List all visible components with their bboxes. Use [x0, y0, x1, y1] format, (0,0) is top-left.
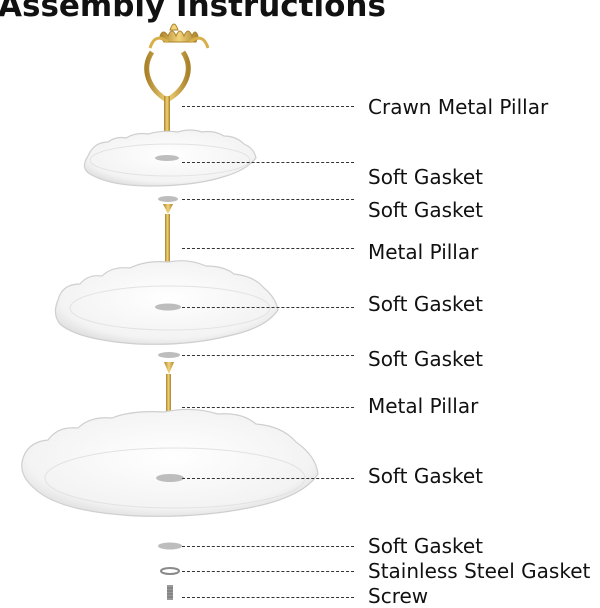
part-label: Soft Gasket: [368, 165, 484, 189]
gasket-5: [158, 352, 180, 358]
part-label: Screw: [368, 584, 429, 608]
leader-line-11: [182, 597, 354, 598]
part-label: Soft Gasket: [368, 534, 484, 558]
part-label: Metal Pillar: [368, 394, 479, 418]
leader-line-6: [182, 355, 354, 356]
steel-gasket: [160, 567, 180, 575]
crown-pillar: [144, 23, 210, 156]
part-label: Soft Gasket: [368, 292, 484, 316]
leader-line-2: [182, 162, 354, 163]
top-plate: [83, 129, 257, 187]
screw: [167, 585, 173, 600]
part-label: Crawn Metal Pillar: [368, 95, 549, 119]
leader-line-10: [182, 571, 354, 572]
part-label: Soft Gasket: [368, 347, 484, 371]
leader-line-8: [182, 478, 354, 479]
middle-plate: [54, 260, 279, 345]
leader-line-1: [182, 106, 354, 107]
leader-line-7: [182, 407, 354, 408]
leader-line-4: [182, 248, 354, 249]
bottom-plate: [21, 408, 319, 517]
gasket-2: [158, 196, 178, 202]
leader-line-9: [182, 546, 354, 547]
part-label: Stainless Steel Gasket: [368, 559, 591, 583]
gasket-8: [158, 542, 182, 550]
part-label: Soft Gasket: [368, 464, 484, 488]
page-title: Assembly Instructions: [0, 0, 386, 24]
part-label: Metal Pillar: [368, 240, 479, 264]
part-label: Soft Gasket: [368, 198, 484, 222]
leader-line-5: [182, 307, 354, 308]
leader-line-3: [182, 199, 354, 200]
